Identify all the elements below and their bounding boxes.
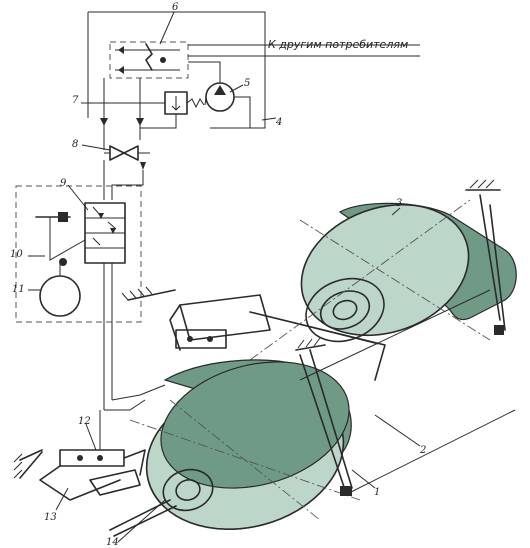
control-block-10 — [15, 185, 142, 410]
label-10: 10 — [10, 249, 23, 260]
label-7: 7 — [72, 95, 79, 106]
weight-11 — [39, 275, 81, 317]
label-12: 12 — [78, 416, 91, 427]
leader-lines — [28, 11, 421, 543]
distribution-valve-6 — [109, 41, 189, 79]
label-11: 11 — [12, 284, 25, 295]
hydraulic-supply-unit — [87, 11, 420, 200]
lower-cylinder-assembly — [13, 384, 166, 501]
label-14: 14 — [106, 537, 119, 548]
label-9: 9 — [60, 178, 67, 189]
label-1: 1 — [374, 487, 380, 498]
throttle-8 — [109, 145, 125, 161]
label-3: 3 — [396, 198, 402, 209]
driven-pulley-3 — [249, 179, 517, 361]
cylinder-upper — [175, 329, 227, 349]
label-5: 5 — [244, 78, 250, 89]
label-6: 6 — [172, 2, 179, 13]
caption-other-consumers: К другим потребителям — [268, 38, 408, 51]
label-2: 2 — [419, 445, 426, 456]
control-frame — [15, 185, 142, 323]
cylinder-12 — [59, 449, 125, 467]
label-4: 4 — [275, 117, 282, 128]
label-8: 8 — [72, 139, 78, 150]
label-13: 13 — [44, 512, 57, 523]
drive-pulley-1 — [109, 289, 516, 537]
upper-cylinder-assembly — [121, 286, 386, 381]
